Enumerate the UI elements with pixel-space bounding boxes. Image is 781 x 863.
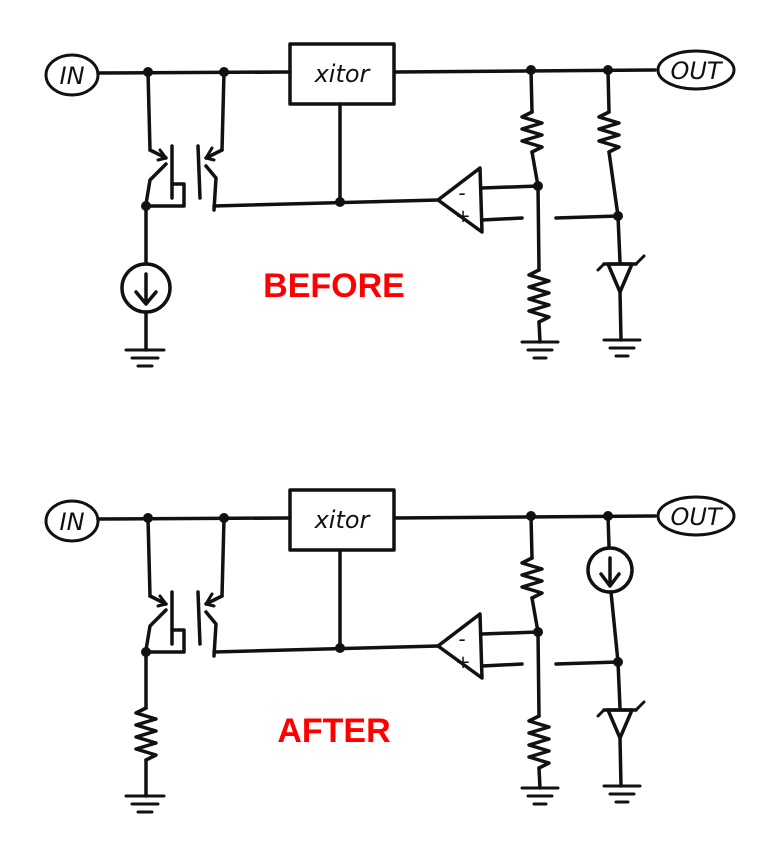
after-panel: IN OUT xitor - + AFTER (44, 488, 736, 814)
before-left-current-source (120, 204, 172, 352)
before-opamp-minus: - (458, 181, 465, 205)
after-opamp-plus: + (455, 652, 470, 673)
before-schematic (44, 42, 736, 368)
after-caption: AFTER (277, 712, 390, 750)
before-zener-bias-resistor (597, 68, 621, 218)
before-caption: BEFORE (263, 267, 405, 305)
after-zener-bias-current-source (586, 514, 634, 664)
before-panel: IN OUT xitor - + BEFORE (44, 42, 736, 368)
after-output-label: OUT (670, 503, 723, 531)
after-pass-element-label: xitor (314, 506, 372, 534)
after-schematic (44, 488, 736, 814)
after-input-label: IN (59, 508, 84, 536)
after-left-resistor (134, 650, 158, 798)
before-pass-element-label: xitor (314, 60, 372, 88)
after-opamp-minus: - (458, 627, 465, 651)
before-input-label: IN (59, 62, 84, 90)
before-opamp-plus: + (455, 206, 470, 227)
before-output-label: OUT (670, 57, 723, 85)
